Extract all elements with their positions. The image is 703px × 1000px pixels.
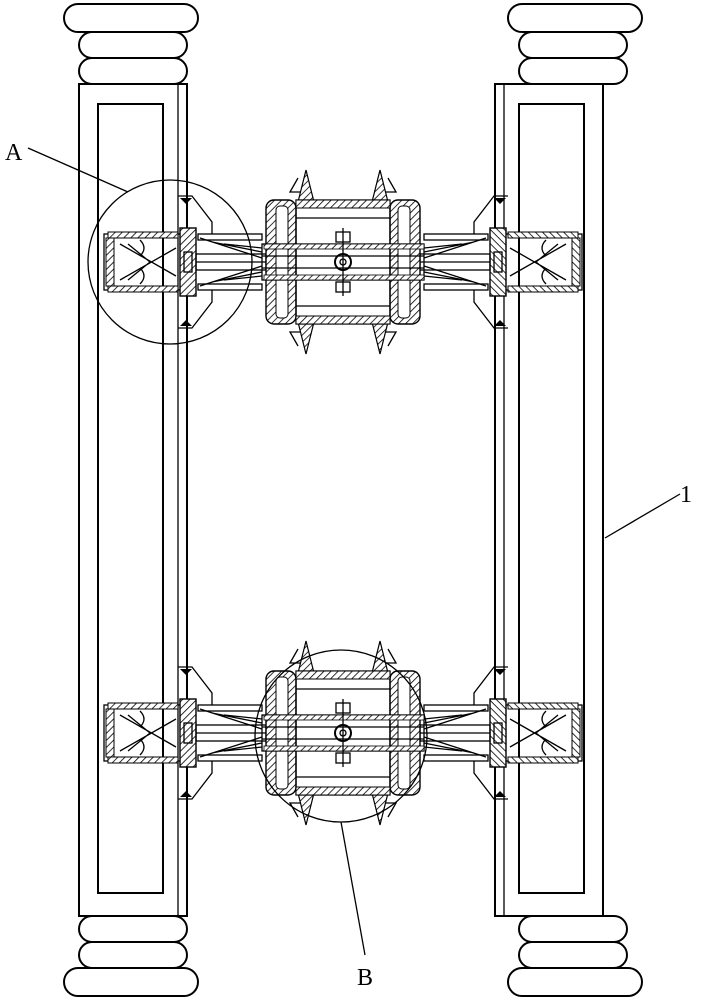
label-1: 1	[680, 482, 692, 508]
label-b: B	[357, 965, 373, 991]
left-column	[63, 3, 199, 997]
right-column	[494, 3, 643, 997]
leader-line-b	[340, 821, 366, 956]
leader-line-a	[27, 147, 129, 193]
upper-clamp-assembly	[103, 169, 583, 355]
detail-circle-a	[87, 179, 253, 345]
lower-clamp-assembly	[103, 640, 583, 826]
leader-line-1	[604, 493, 681, 539]
label-a: A	[5, 140, 23, 166]
